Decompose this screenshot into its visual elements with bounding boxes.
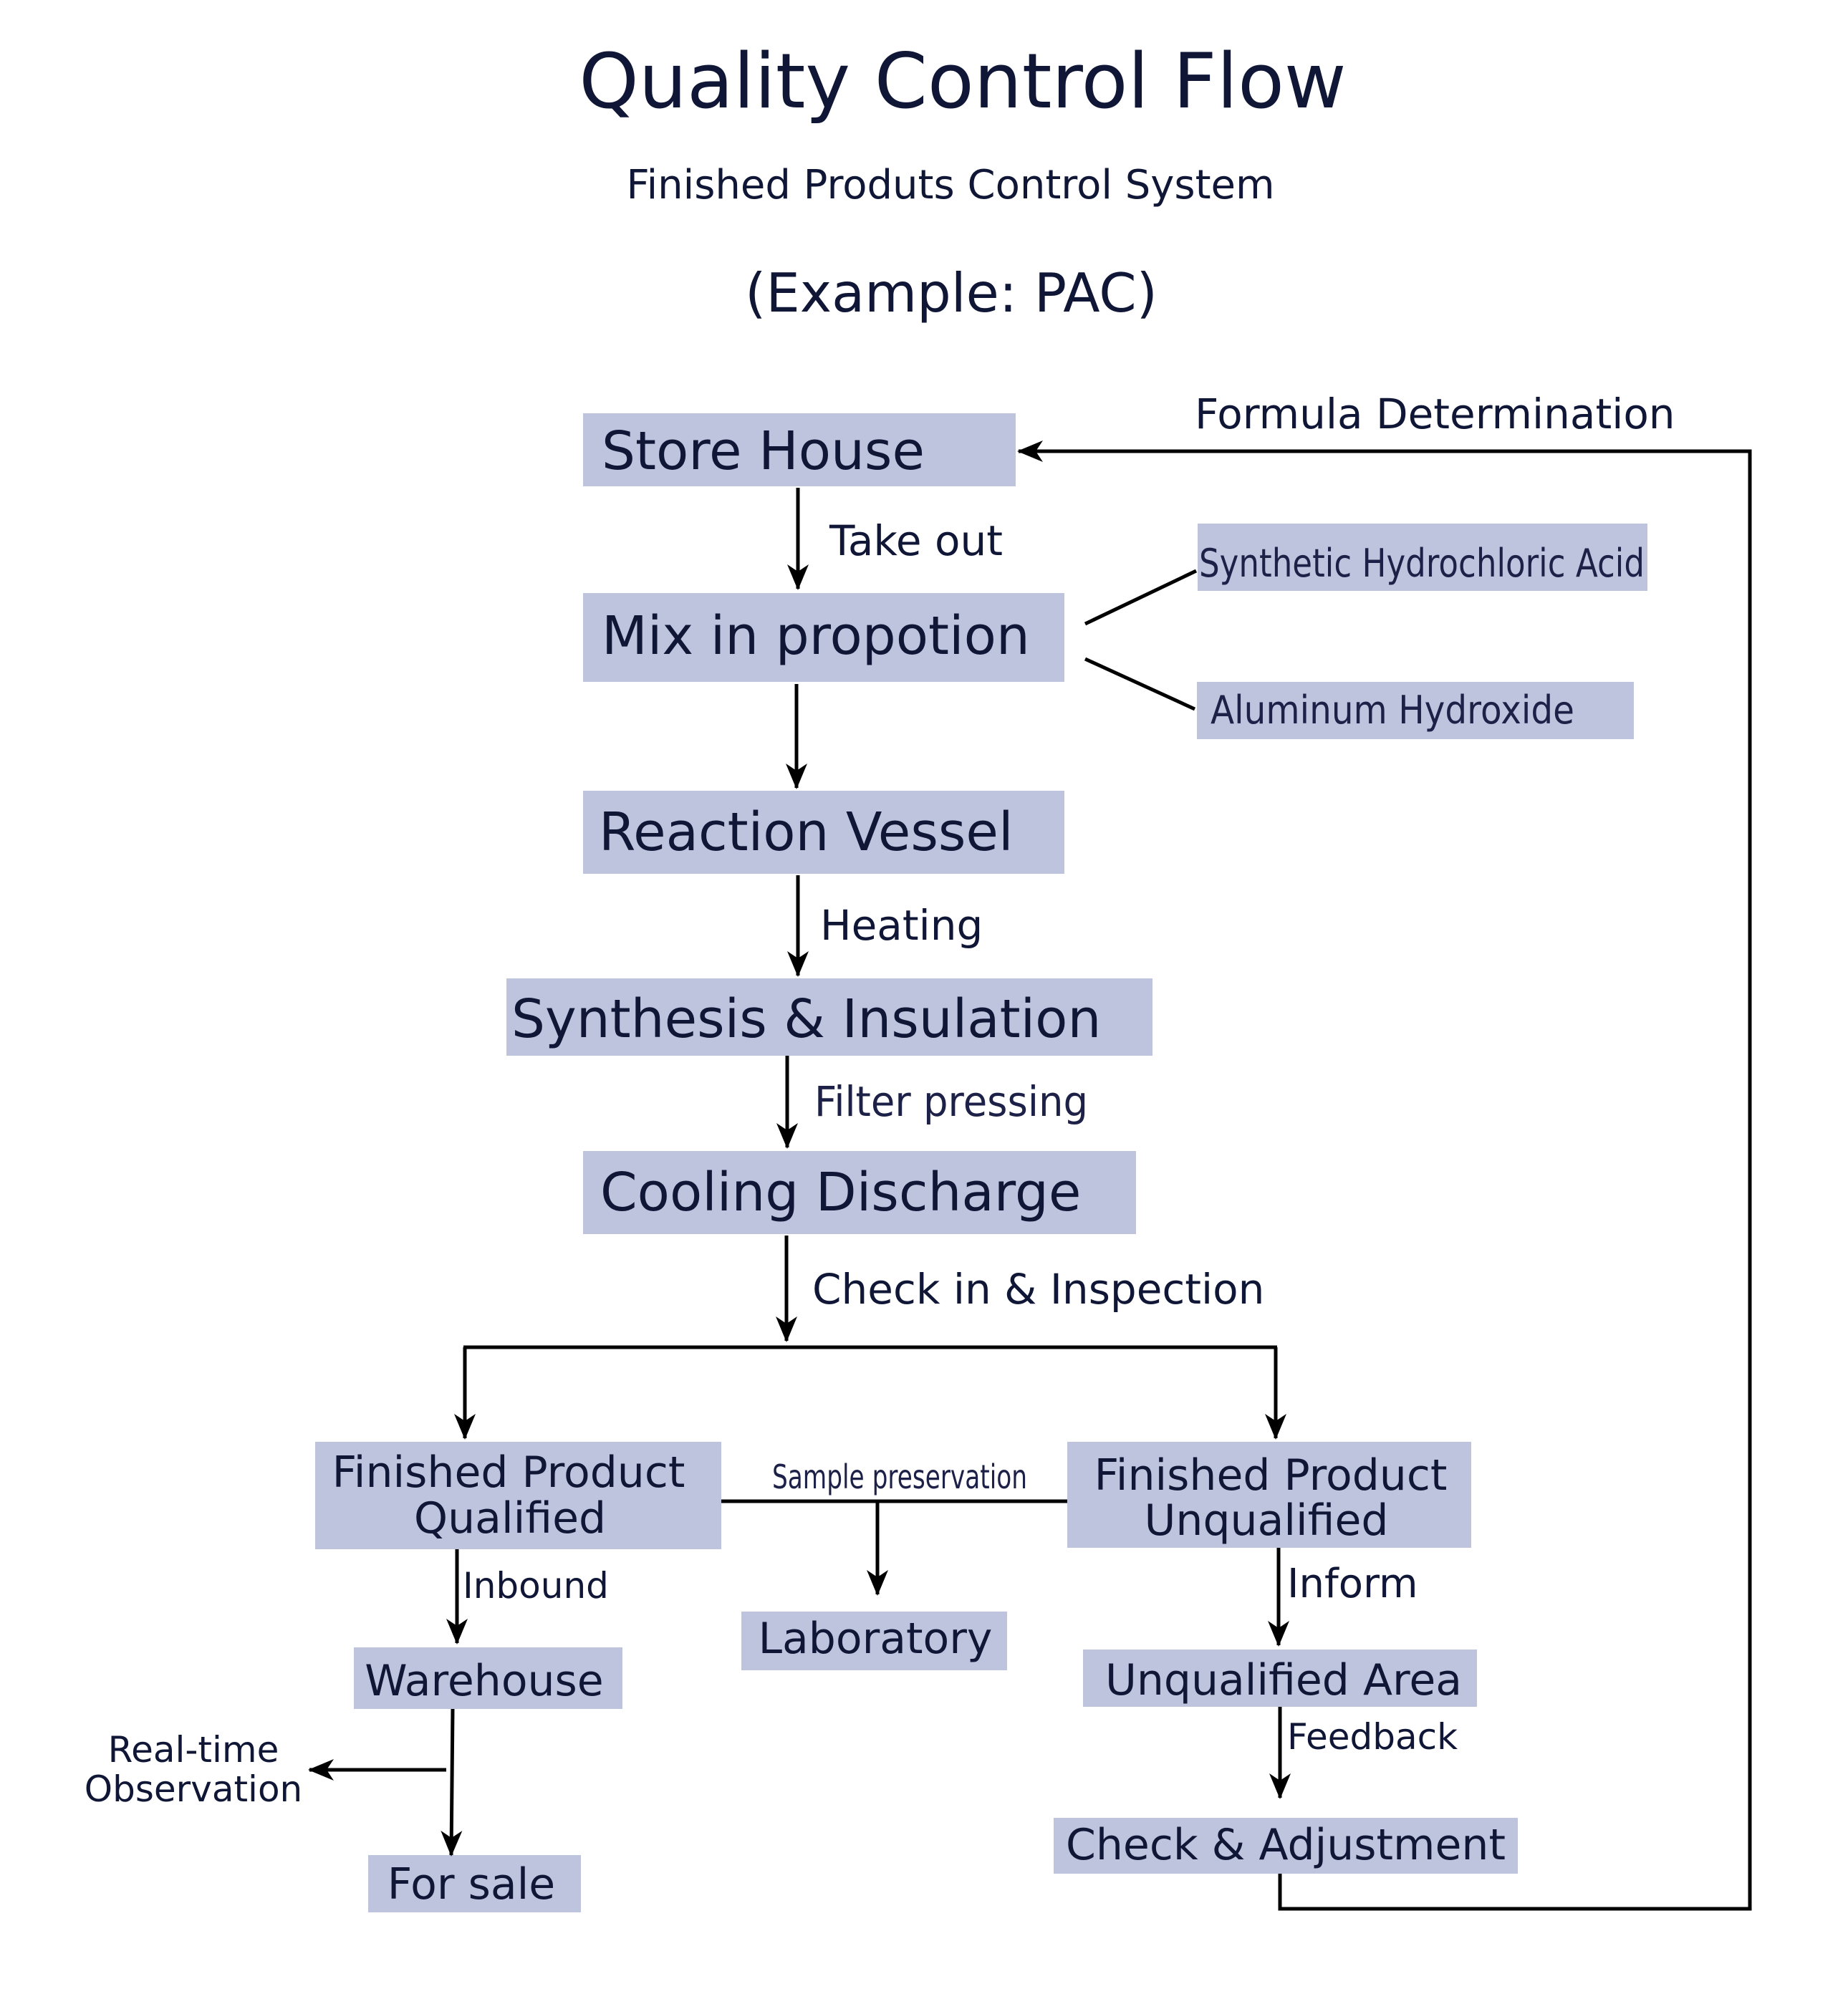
node-hcl-label: Synthetic Hydrochloric Acid <box>1199 541 1645 586</box>
node-laboratory: Laboratory <box>741 1612 1007 1670</box>
label-realtime-line2: Observation <box>85 1768 302 1810</box>
node-qualified-line1: Finished Product <box>332 1448 685 1498</box>
label-take-out: Take out <box>829 516 1003 565</box>
edge-hcl-link <box>1084 569 1198 626</box>
label-filter-pressing: Filter pressing <box>814 1077 1088 1126</box>
node-mix-label: Mix in propotion <box>602 605 1030 667</box>
node-aluminum-hydroxide: Aluminum Hydroxide <box>1197 682 1634 739</box>
label-inbound: Inbound <box>463 1565 609 1607</box>
node-qualified-line2: Qualified <box>414 1493 606 1543</box>
edge-aloh-link <box>1084 657 1196 711</box>
label-check-in-inspection: Check in & Inspection <box>812 1265 1264 1314</box>
node-aloh-label: Aluminum Hydroxide <box>1211 688 1574 733</box>
node-warehouse-label: Warehouse <box>365 1656 603 1706</box>
node-reaction-vessel-label: Reaction Vessel <box>599 801 1014 863</box>
node-for-sale-label: For sale <box>388 1859 555 1909</box>
node-unqualified-area: Unqualified Area <box>1083 1650 1477 1707</box>
node-store-house: Store House <box>583 413 1016 486</box>
node-cooling-label: Cooling Discharge <box>600 1162 1081 1223</box>
node-check-adjustment: Check & Adjustment <box>1054 1818 1518 1874</box>
node-warehouse: Warehouse <box>354 1647 622 1709</box>
node-reaction-vessel: Reaction Vessel <box>583 791 1064 874</box>
node-unqualified-area-label: Unqualified Area <box>1105 1655 1462 1705</box>
node-synthesis-label: Synthesis & Insulation <box>511 988 1101 1050</box>
diagram-example-label: (Example: PAC) <box>745 261 1158 324</box>
node-store-house-label: Store House <box>602 420 925 482</box>
node-cooling-discharge: Cooling Discharge <box>583 1151 1136 1234</box>
label-inform: Inform <box>1287 1561 1418 1607</box>
node-hydrochloric-acid: Synthetic Hydrochloric Acid <box>1198 524 1647 591</box>
node-synthesis-insulation: Synthesis & Insulation <box>506 978 1152 1056</box>
label-realtime-line1: Real-time <box>108 1729 279 1771</box>
label-heating: Heating <box>820 901 983 950</box>
diagram-title: Quality Control Flow <box>579 37 1346 125</box>
edge-formula-loop <box>1017 440 1752 1911</box>
edge-to-sale-arrow <box>441 1708 463 1856</box>
node-mix-in-proportion: Mix in propotion <box>583 593 1064 682</box>
label-feedback: Feedback <box>1287 1716 1458 1758</box>
node-check-adjustment-label: Check & Adjustment <box>1066 1820 1506 1870</box>
node-for-sale: For sale <box>368 1855 581 1912</box>
node-unqualified-line2: Unqualified <box>1145 1496 1389 1546</box>
label-sample-preservation: Sample preservation <box>772 1458 1027 1496</box>
node-unqualified-line1: Finished Product <box>1094 1450 1448 1501</box>
diagram-subtitle: Finished Produts Control System <box>626 162 1274 208</box>
node-finished-product-unqualified: Finished Product Unqualified <box>1067 1442 1471 1548</box>
label-formula-determination: Formula Determination <box>1195 390 1675 438</box>
node-finished-product-qualified: Finished Product Qualified <box>315 1442 721 1549</box>
node-laboratory-label: Laboratory <box>759 1614 993 1664</box>
